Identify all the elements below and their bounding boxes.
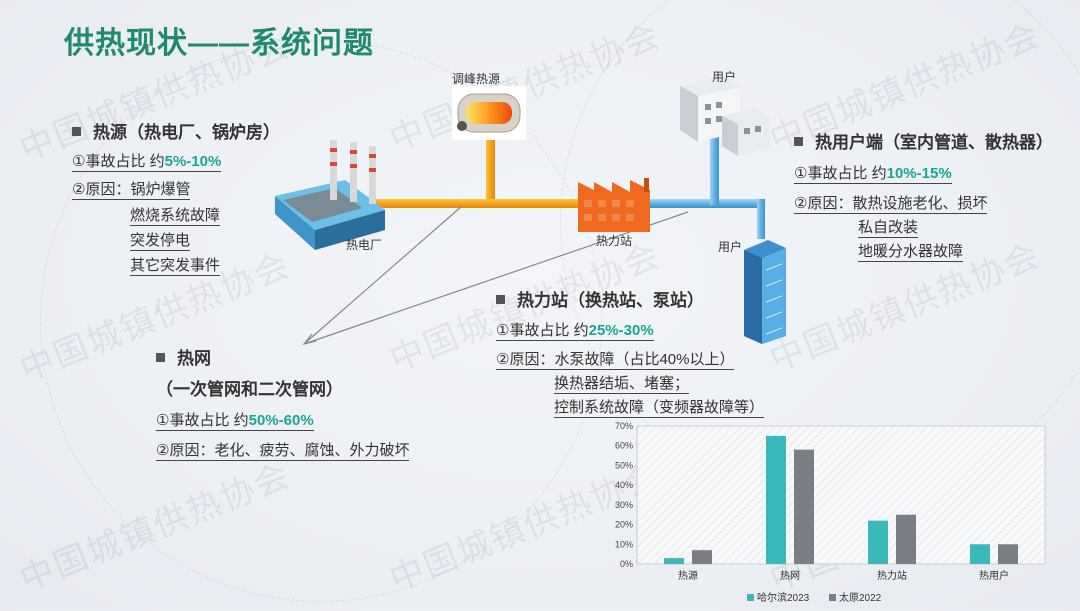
bar-taiyuan	[794, 449, 814, 564]
power-plant-label: 热电厂	[346, 238, 383, 252]
user-label-top: 用户	[712, 70, 737, 84]
hot-water-pipe	[375, 136, 585, 208]
bar-harbin	[664, 558, 684, 564]
heat-source-cause: 突发停电	[130, 232, 191, 251]
heat-source-cause: ②原因：锅炉爆管	[72, 181, 191, 200]
network-cause: ②原因：老化、疲劳、腐蚀、外力破坏	[156, 442, 410, 461]
legend-label: 太原2022	[839, 591, 882, 604]
bullet-square-icon	[156, 353, 165, 363]
high-rise-building-icon	[744, 240, 786, 344]
legend-swatch	[829, 594, 836, 601]
heat-source-cause: 其它突发事件	[130, 257, 221, 276]
substation-label: 热力站	[596, 234, 633, 248]
heat-substation-icon	[578, 178, 650, 232]
x-tick-label: 热网	[780, 569, 800, 582]
peak-source-label: 调峰热源	[452, 72, 501, 86]
bar-harbin	[868, 520, 888, 564]
user-end-heading: 热用户端（室内管道、散热器）	[794, 128, 1053, 153]
substation-heading: 热力站（换热站、泵站）	[496, 286, 704, 311]
y-tick-label: 20%	[615, 520, 633, 530]
bullet-square-icon	[496, 295, 505, 305]
y-tick-label: 30%	[615, 500, 633, 510]
power-plant-icon	[275, 140, 385, 250]
substation-cause: 换热器结垢、堵塞；	[554, 375, 690, 394]
y-tick-label: 70%	[615, 421, 633, 431]
legend-label: 哈尔滨2023	[757, 591, 810, 604]
page-title: 供热现状——系统问题	[64, 27, 374, 60]
bar-taiyuan	[896, 514, 916, 564]
x-tick-label: 热力站	[877, 569, 907, 582]
bar-harbin	[970, 544, 990, 564]
y-tick-label: 0%	[620, 559, 633, 569]
peak-boiler-icon	[452, 86, 526, 140]
y-tick-label: 60%	[615, 441, 633, 451]
network-block: 热网	[156, 344, 211, 369]
cold-water-pipe	[650, 130, 765, 239]
user-end-block: 热用户端（室内管道、散热器）	[794, 128, 1053, 153]
substation-ratio: ①事故占比 约25%-30%	[496, 322, 654, 341]
x-tick-label: 热用户	[979, 569, 1009, 582]
legend-swatch	[747, 594, 754, 601]
y-tick-label: 40%	[615, 480, 633, 490]
substation-cause: ②原因：水泵故障（占比40%以上）	[496, 351, 735, 370]
network-subheading: （一次管网和二次管网）	[156, 380, 343, 399]
heat-source-block: 热源（热电厂、锅炉房）	[72, 118, 280, 143]
user-end-cause: 地暖分水器故障	[858, 243, 964, 262]
bullet-square-icon	[794, 137, 803, 147]
bar-taiyuan	[692, 550, 712, 564]
user-end-cause: 私自改装	[858, 219, 919, 238]
substation-cause: 控制系统故障（变频器故障等）	[554, 399, 765, 418]
substation-block: 热力站（换热站、泵站）	[496, 286, 704, 311]
network-ratio: ①事故占比 约50%-60%	[156, 412, 314, 431]
x-tick-label: 热源	[678, 569, 698, 582]
accident-ratio-chart-svg: 0% 10% 20% 30% 40% 50% 60% 70% 热源 热网 热力站 热用户哈尔滨2023…	[615, 421, 1046, 604]
bar-harbin	[766, 435, 786, 564]
y-tick-label: 10%	[615, 539, 633, 549]
user-end-cause: ②原因：散热设施老化、损坏	[794, 195, 988, 214]
heat-source-cause: 燃烧系统故障	[130, 207, 221, 226]
bar-taiyuan	[998, 544, 1018, 564]
network-pointer-arrows	[302, 205, 689, 346]
heat-source-ratio: ①事故占比 约5%-10%	[72, 153, 222, 172]
accident-ratio-chart: 0% 10% 20% 30% 40% 50% 60% 70% 热源 热网 热力站 热用户哈尔滨2023…	[605, 418, 1065, 606]
bullet-square-icon	[72, 127, 81, 137]
y-tick-label: 50%	[615, 460, 633, 470]
network-heading: 热网	[156, 344, 211, 369]
user-end-ratio: ①事故占比 约10%-15%	[794, 165, 952, 184]
chart-hatch	[637, 426, 1045, 564]
heat-source-heading: 热源（热电厂、锅炉房）	[72, 118, 280, 143]
user-label-right: 用户	[718, 240, 743, 254]
residential-building-icon	[680, 76, 770, 156]
